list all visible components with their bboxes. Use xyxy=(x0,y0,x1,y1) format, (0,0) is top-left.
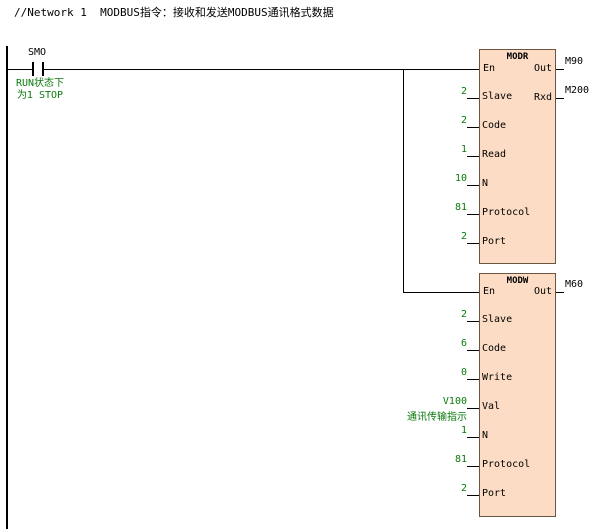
modw-code-value[interactable]: 6 xyxy=(460,338,467,349)
modw-protocol-value[interactable]: 81 xyxy=(454,454,467,465)
modw-val-value[interactable]: V100 xyxy=(442,396,467,407)
modr-read-value[interactable]: 1 xyxy=(460,144,467,155)
modr-out-wire xyxy=(556,69,564,70)
modr-title: MODR xyxy=(506,52,529,62)
contact-bar-left xyxy=(32,62,34,76)
modw-slave-wire xyxy=(467,321,479,322)
modw-n-label: N xyxy=(482,430,489,441)
modr-slave-wire xyxy=(467,98,479,99)
modw-port-label: Port xyxy=(482,488,507,499)
modr-code-label: Code xyxy=(482,120,507,131)
contact-comment: RUN状态下 为1 STOP xyxy=(10,78,70,102)
modw-port-wire xyxy=(467,495,479,496)
modw-en-label: En xyxy=(483,286,496,297)
modw-function-block[interactable]: MODW En Out xyxy=(479,273,556,517)
modw-n-wire xyxy=(467,437,479,438)
modw-write-value[interactable]: 0 xyxy=(460,367,467,378)
modr-en-label: En xyxy=(483,63,496,74)
modw-protocol-wire xyxy=(467,466,479,467)
rung-wire-left xyxy=(8,69,32,70)
rung-wire-main xyxy=(44,69,480,70)
normally-open-contact-smo[interactable] xyxy=(30,62,48,76)
modw-code-wire xyxy=(467,350,479,351)
modw-write-label: Write xyxy=(482,372,513,383)
modw-val-wire xyxy=(467,408,479,409)
contact-address: SMO xyxy=(28,47,47,58)
modr-protocol-value[interactable]: 81 xyxy=(454,202,467,213)
modr-port-value[interactable]: 2 xyxy=(460,231,467,242)
contact-comment-line2: 为1 STOP xyxy=(16,90,64,101)
modr-code-value[interactable]: 2 xyxy=(460,115,467,126)
modw-val-label: Val xyxy=(482,401,501,412)
modw-slave-label: Slave xyxy=(482,314,513,325)
modr-slave-value[interactable]: 2 xyxy=(460,86,467,97)
branch-wire-vertical xyxy=(403,69,404,293)
modr-protocol-label: Protocol xyxy=(482,207,531,218)
modr-rxd-label: Rxd xyxy=(534,92,553,103)
modr-port-wire xyxy=(467,243,479,244)
modr-read-wire xyxy=(467,156,479,157)
branch-wire-modw xyxy=(403,292,480,293)
modr-n-value[interactable]: 10 xyxy=(454,173,467,184)
modr-code-wire xyxy=(467,127,479,128)
modw-write-wire xyxy=(467,379,479,380)
modw-out-value[interactable]: M60 xyxy=(565,279,584,290)
modr-function-block[interactable]: MODR En Out Rxd xyxy=(479,49,556,264)
modr-n-wire xyxy=(467,185,479,186)
modw-out-wire xyxy=(556,292,564,293)
modw-code-label: Code xyxy=(482,343,507,354)
modr-n-label: N xyxy=(482,178,489,189)
power-rail xyxy=(6,46,8,529)
modr-out-label: Out xyxy=(534,63,553,74)
modr-protocol-wire xyxy=(467,214,479,215)
modr-port-label: Port xyxy=(482,236,507,247)
modw-protocol-label: Protocol xyxy=(482,459,531,470)
modw-out-label: Out xyxy=(534,286,553,297)
network-title: //Network 1 MODBUS指令：接收和发送MODBUS通讯格式数据 xyxy=(14,6,334,19)
modw-slave-value[interactable]: 2 xyxy=(460,309,467,320)
modr-slave-label: Slave xyxy=(482,91,513,102)
contact-bar-right xyxy=(42,62,44,76)
modr-read-label: Read xyxy=(482,149,507,160)
modw-val-comment: 通讯传输指示 xyxy=(407,412,467,423)
modr-rxd-value[interactable]: M200 xyxy=(565,85,590,96)
modw-n-value[interactable]: 1 xyxy=(460,425,467,436)
contact-comment-line1: RUN状态下 xyxy=(15,78,65,89)
modr-out-value[interactable]: M90 xyxy=(565,56,584,67)
modw-port-value[interactable]: 2 xyxy=(460,483,467,494)
modw-title: MODW xyxy=(506,276,529,286)
modr-rxd-wire xyxy=(556,98,564,99)
